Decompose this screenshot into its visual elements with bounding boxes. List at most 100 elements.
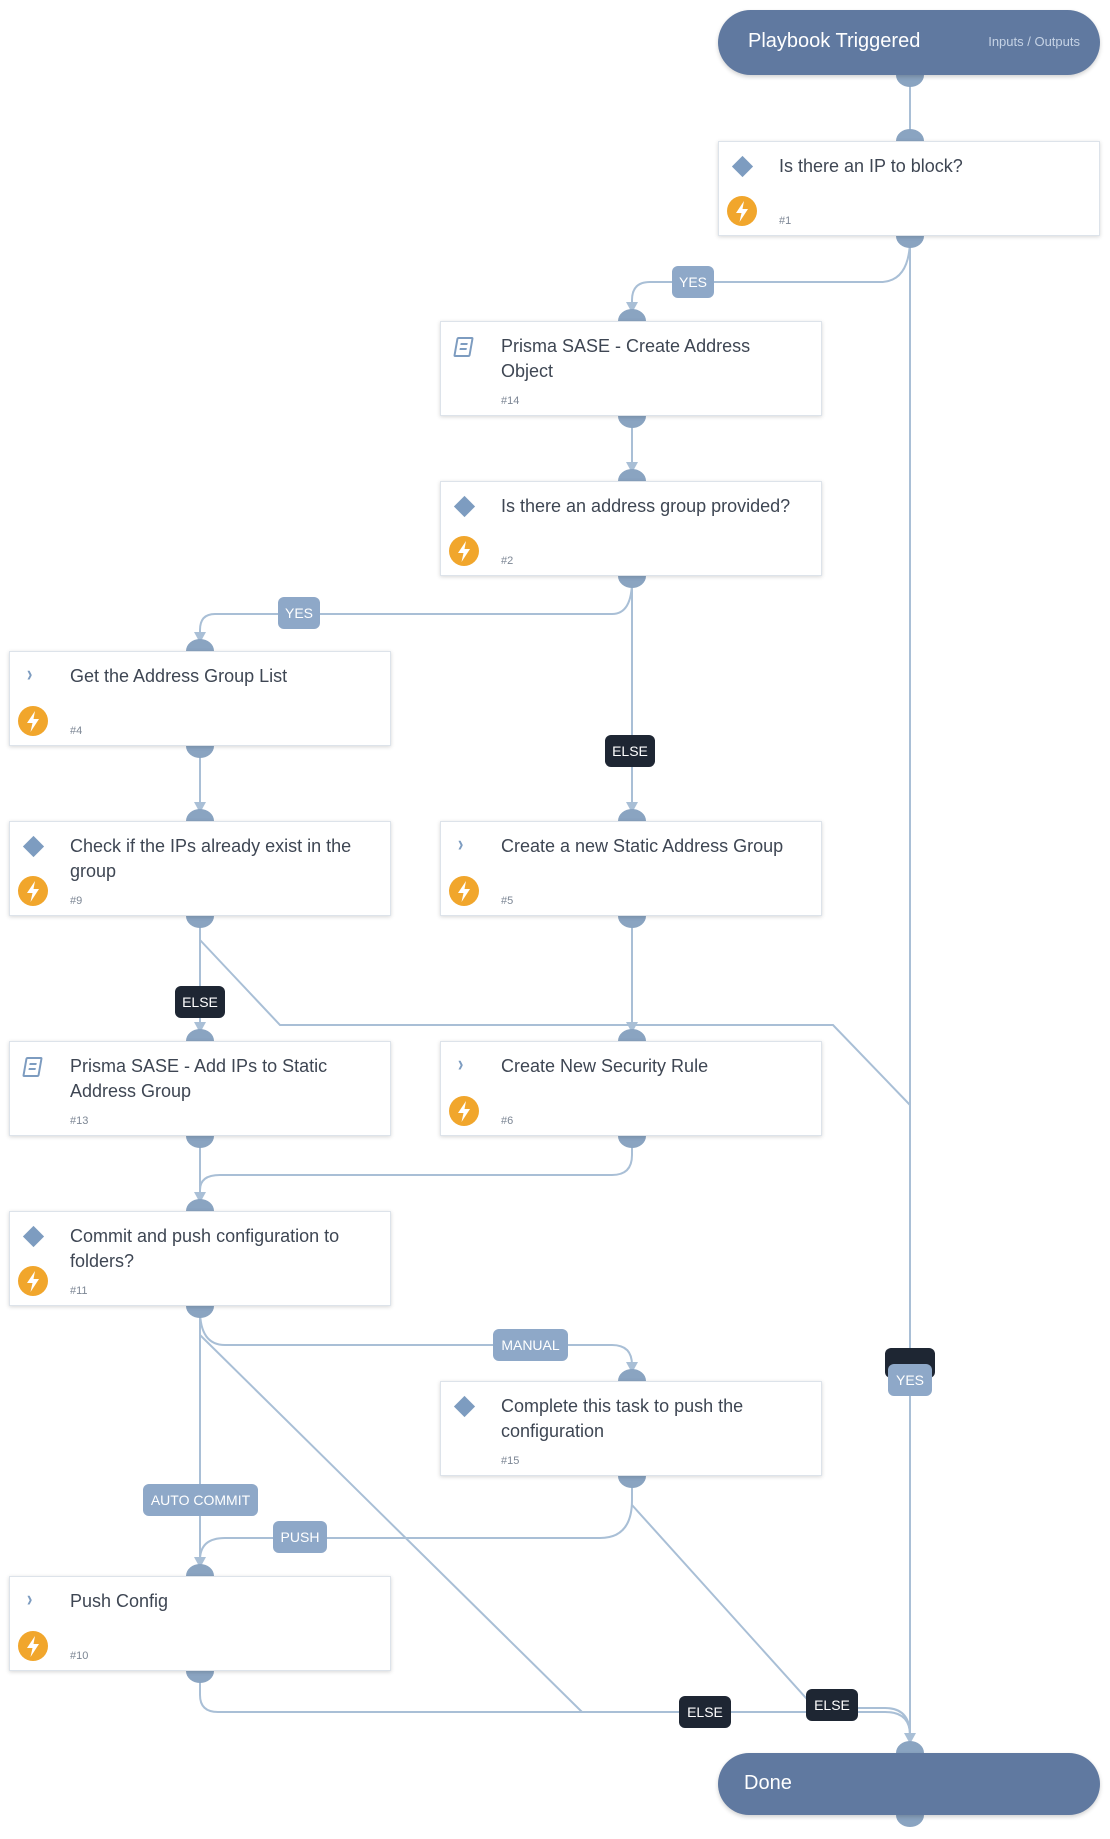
port-t14-bottom	[618, 416, 646, 428]
port-t13-bottom	[186, 1136, 214, 1148]
task-push-config[interactable]: › Push Config #10	[9, 1576, 391, 1671]
automation-bolt-icon	[18, 706, 48, 736]
task-create-security-rule[interactable]: › Create New Security Rule #6	[440, 1041, 822, 1136]
port-t6-bottom	[618, 1136, 646, 1148]
arrow-t2	[626, 462, 638, 473]
command-chevron-icon: ›	[457, 831, 464, 856]
port-t4-top	[186, 639, 214, 651]
condition-icon	[22, 835, 45, 858]
arrow-t13	[194, 1022, 206, 1033]
inputs-outputs-link[interactable]: Inputs / Outputs	[988, 34, 1080, 49]
task-is-there-address-group[interactable]: Is there an address group provided? #2	[440, 481, 822, 576]
edge-label-auto-commit[interactable]: AUTO COMMIT	[143, 1484, 258, 1516]
port-t15-top	[618, 1369, 646, 1381]
port-t14-top	[618, 309, 646, 321]
port-t2-top	[618, 469, 646, 481]
condition-icon	[731, 155, 754, 178]
edge-t11-t15	[199, 1309, 633, 1370]
edge-label-yes-t2[interactable]: YES	[278, 597, 320, 629]
task-add-ips-to-group[interactable]: Prisma SASE - Add IPs to Static Address …	[9, 1041, 391, 1136]
task-number: #4	[70, 725, 83, 737]
done-node-title: Done	[744, 1772, 792, 1794]
edge-label-else-t2[interactable]: ELSE	[605, 735, 655, 767]
task-number: #13	[70, 1115, 89, 1127]
port-t6-top	[618, 1029, 646, 1041]
task-is-there-ip-to-block[interactable]: Is there an IP to block? #1	[718, 141, 1100, 236]
task-title: Create New Security Rule	[501, 1056, 709, 1076]
task-title: Create a new Static Address Group	[501, 836, 784, 856]
port-t5-bottom	[618, 916, 646, 928]
task-create-address-object[interactable]: Prisma SASE - Create Address Object #14	[440, 321, 822, 416]
automation-bolt-icon	[727, 196, 757, 226]
edge-label-else-t11[interactable]: ELSE	[679, 1696, 731, 1728]
arrow-t5	[626, 802, 638, 813]
edge-label-push[interactable]: PUSH	[273, 1521, 327, 1553]
command-chevron-icon: ›	[457, 1051, 464, 1076]
port-start-bottom	[896, 75, 924, 87]
edge-t10-done	[199, 1675, 582, 1713]
edge-label-manual[interactable]: MANUAL	[493, 1329, 568, 1361]
done-node[interactable]: Done	[718, 1753, 1100, 1815]
arrow-t11	[194, 1192, 206, 1203]
arrow-t9	[194, 802, 206, 813]
task-title: Get the Address Group List	[70, 666, 288, 686]
command-chevron-icon: ›	[26, 1586, 33, 1611]
edge-t6-t11	[199, 1140, 633, 1191]
port-t1-top	[896, 129, 924, 141]
port-done-bottom	[896, 1815, 924, 1827]
automation-bolt-icon	[449, 536, 479, 566]
task-title: Complete this task to push the configura…	[501, 1396, 744, 1441]
task-number: #6	[501, 1115, 514, 1127]
automation-bolt-icon	[449, 1096, 479, 1126]
edge-t1-t14	[631, 237, 911, 310]
automation-bolt-icon	[18, 876, 48, 906]
sub-playbook-icon	[453, 337, 474, 357]
start-node[interactable]: Playbook Triggered Inputs / Outputs	[718, 10, 1100, 75]
arrow-t15	[626, 1362, 638, 1373]
task-commit-and-push[interactable]: Commit and push configuration to folders…	[9, 1211, 391, 1306]
port-t13-top	[186, 1029, 214, 1041]
port-done-top	[896, 1741, 924, 1753]
task-get-address-group-list[interactable]: › Get the Address Group List #4	[9, 651, 391, 746]
task-create-static-address-group[interactable]: › Create a new Static Address Group #5	[440, 821, 822, 916]
port-t15-bottom	[618, 1476, 646, 1488]
task-title: Push Config	[70, 1591, 169, 1611]
arrow-t6	[626, 1022, 638, 1033]
task-complete-to-push[interactable]: Complete this task to push the configura…	[440, 1381, 822, 1476]
port-t1-bottom	[896, 236, 924, 248]
edge-label-else-t9[interactable]: ELSE	[175, 986, 225, 1018]
condition-icon	[22, 1225, 45, 1248]
edge-t2-t4	[199, 579, 633, 640]
edge-t9-done	[199, 939, 911, 1106]
port-t9-bottom	[186, 916, 214, 928]
arrow-done	[904, 1733, 916, 1744]
task-number: #11	[70, 1285, 88, 1297]
task-title: Is there an IP to block?	[779, 156, 963, 176]
task-number: #5	[501, 895, 514, 907]
edge-label-yes-t1[interactable]: YES	[672, 266, 714, 298]
port-t10-bottom	[186, 1671, 214, 1683]
task-title: Prisma SASE - Create Address Object	[501, 336, 751, 381]
task-title: Is there an address group provided?	[501, 496, 791, 516]
task-title: Check if the IPs already exist in the gr…	[70, 836, 352, 881]
port-t9-top	[186, 809, 214, 821]
condition-icon	[453, 495, 476, 518]
automation-bolt-icon	[449, 876, 479, 906]
edge-label-yes-t9[interactable]: YES	[888, 1364, 932, 1396]
command-chevron-icon: ›	[26, 661, 33, 686]
arrow-t4	[194, 632, 206, 643]
task-number: #1	[779, 215, 792, 227]
automation-bolt-icon	[18, 1631, 48, 1661]
port-t4-bottom	[186, 746, 214, 758]
task-number: #14	[501, 395, 520, 407]
edge-label-else-t15[interactable]: ELSE	[806, 1689, 858, 1721]
task-number: #9	[70, 895, 83, 907]
task-check-ips-exist[interactable]: Check if the IPs already exist in the gr…	[9, 821, 391, 916]
condition-icon	[453, 1395, 476, 1418]
task-title: Prisma SASE - Add IPs to Static Address …	[70, 1056, 328, 1101]
port-t11-top	[186, 1199, 214, 1211]
task-number: #15	[501, 1455, 520, 1467]
task-title: Commit and push configuration to folders…	[70, 1226, 340, 1271]
